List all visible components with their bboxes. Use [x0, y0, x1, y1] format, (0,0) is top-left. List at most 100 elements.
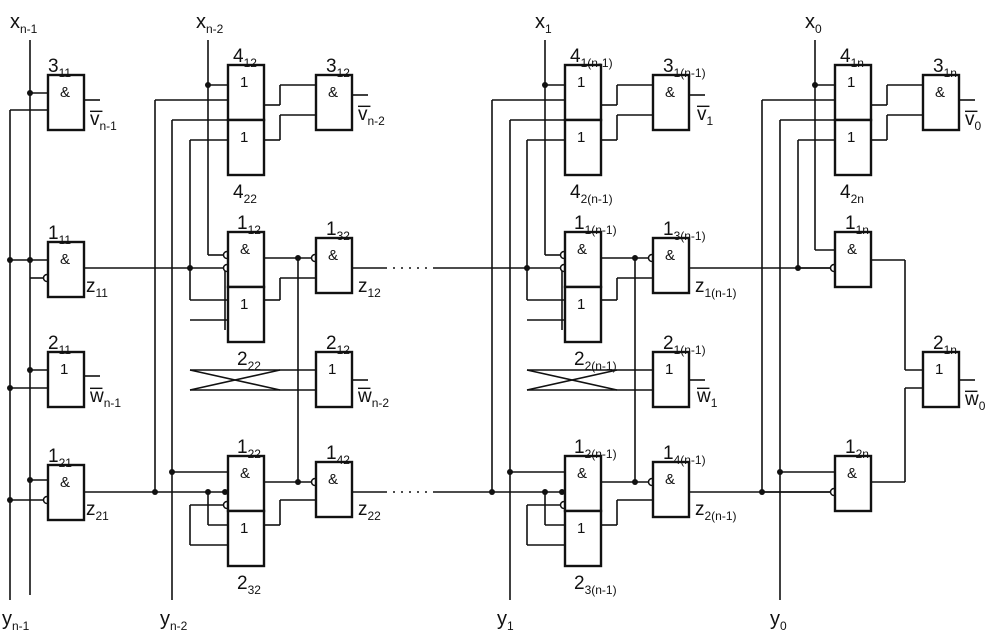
gate-symbol: 1	[328, 361, 336, 378]
input-x-n-1: xn-1	[10, 11, 38, 36]
gate-symbol: &	[60, 84, 70, 101]
gate-label: 412	[233, 46, 257, 70]
output-v-n-2: vn-2	[358, 104, 385, 128]
output-z-2(n-1): z2(n-1)	[695, 499, 737, 523]
gate-label: 14(n-1)	[663, 443, 706, 467]
or-gate-4-1n: 141n	[835, 46, 871, 120]
gate-symbol: &	[577, 465, 587, 482]
gate-label: 23(n-1)	[574, 573, 617, 597]
input-y-n-2: yn-2	[160, 608, 188, 633]
gate-symbol: &	[847, 465, 857, 482]
gate-symbol: &	[665, 84, 675, 101]
wiring	[10, 40, 975, 600]
gate-label: 112	[237, 213, 261, 237]
and-gate-1-32: & 132	[316, 219, 352, 293]
or-gate-4-12: 1412	[228, 46, 264, 120]
gate-symbol: &	[847, 241, 857, 258]
gate-label: 121	[48, 446, 72, 470]
gate-label: 311	[48, 56, 71, 80]
gate-label: 122	[237, 437, 261, 461]
gate-symbol: 1	[240, 74, 248, 91]
or-gate-4-2n: 142n	[835, 120, 871, 206]
output-z-22: z22	[358, 499, 381, 523]
and-gate-1-11: &111	[48, 223, 84, 297]
input-x-1: x1	[535, 11, 552, 36]
or-gate-2-1n: 121n	[923, 333, 959, 407]
and-gate-1-2(n-1): & 12(n-1)	[565, 437, 617, 511]
gate-label: 422	[233, 182, 257, 206]
or-gate-2-3(n-1): 1 23(n-1)	[565, 511, 617, 597]
or-gate-2-32: 1 232	[228, 511, 264, 597]
gate-label: 11(n-1)	[574, 213, 617, 237]
output-w-n-1: wn-1	[89, 386, 121, 410]
output-z-1(n-1): z1(n-1)	[695, 276, 737, 300]
gate-symbol: &	[60, 251, 70, 268]
gate-symbol: &	[665, 247, 675, 264]
gate-symbol: 1	[577, 520, 585, 537]
gate-symbol: 1	[60, 361, 68, 378]
and-gate-3-1n: & 31n	[923, 56, 959, 130]
gate-label: 41n	[840, 46, 864, 70]
gate-symbol: 1	[665, 361, 673, 378]
input-y-0: y0	[770, 608, 787, 633]
gate-symbol: &	[935, 84, 945, 101]
gate-symbol: 1	[240, 129, 248, 146]
or-gate-4-2(n-1): 1 42(n-1)	[565, 120, 613, 206]
input-y-n-1: yn-1	[2, 608, 30, 633]
and-gate-1-12: &112	[228, 213, 264, 287]
gate-symbol: 1	[847, 74, 855, 91]
gate-label: 22(n-1)	[574, 349, 617, 373]
gate-label: 21n	[933, 333, 957, 357]
gate-symbol: 1	[577, 129, 585, 146]
or-gate-2-22: 1222	[228, 287, 264, 373]
input-y-1: y1	[497, 608, 514, 633]
output-v-0: v0	[965, 109, 982, 133]
gate-symbol: &	[240, 465, 250, 482]
output-w-0: w0	[964, 389, 986, 413]
gate-label: 42n	[840, 182, 864, 206]
output-v-n-1: vn-1	[90, 109, 117, 133]
gate-symbol: &	[328, 84, 338, 101]
or-gate-2-11: 1211	[48, 333, 84, 407]
output-z-21: z21	[86, 499, 109, 523]
and-gate-1-22: & 122	[228, 437, 264, 511]
input-x-0: x0	[805, 11, 822, 36]
gate-label: 211	[48, 333, 71, 357]
gate-symbol: &	[665, 471, 675, 488]
gate-symbol: 1	[240, 520, 248, 537]
or-gate-4-1(n-1): 1 41(n-1)	[565, 46, 613, 120]
or-gate-2-12: 1212	[316, 333, 352, 407]
gate-symbol: &	[577, 241, 587, 258]
and-gate-1-1(n-1): & 11(n-1)	[565, 213, 617, 287]
gate-label: 312	[326, 56, 350, 80]
gate-label: 42(n-1)	[570, 182, 613, 206]
and-gate-1-1n: & 11n	[835, 213, 871, 287]
gate-label: 11n	[845, 213, 869, 237]
gate-label: 41(n-1)	[570, 46, 613, 70]
and-gate-3-11: & 311	[48, 56, 84, 130]
gate-label: 31n	[933, 56, 957, 80]
gate-label: 212	[326, 333, 350, 357]
gate-label: 21(n-1)	[663, 333, 706, 357]
output-w-1: w1	[696, 386, 718, 410]
gate-label: 132	[326, 219, 350, 243]
and-gate-1-21: & 121	[48, 446, 84, 520]
gate-symbol: &	[328, 247, 338, 264]
gates: &311&1111211&12114121422&312&1121222&132…	[48, 46, 959, 597]
gate-symbol: 1	[935, 361, 943, 378]
output-w-n-2: wn-2	[357, 386, 389, 410]
gate-symbol: &	[328, 471, 338, 488]
and-gate-3-12: & 312	[316, 56, 352, 130]
gate-label: 12(n-1)	[574, 437, 617, 461]
gate-symbol: 1	[577, 74, 585, 91]
gate-label: 31(n-1)	[663, 56, 706, 80]
gate-label: 12n	[845, 437, 869, 461]
or-gate-4-22: 1 422	[228, 120, 264, 206]
gate-label: 232	[237, 573, 261, 597]
gate-label: 222	[237, 349, 261, 373]
and-gate-1-42: &142	[316, 443, 352, 517]
gate-symbol: &	[60, 474, 70, 491]
output-z-12: z12	[358, 276, 381, 300]
and-gate-1-2n: & 12n	[835, 437, 871, 511]
